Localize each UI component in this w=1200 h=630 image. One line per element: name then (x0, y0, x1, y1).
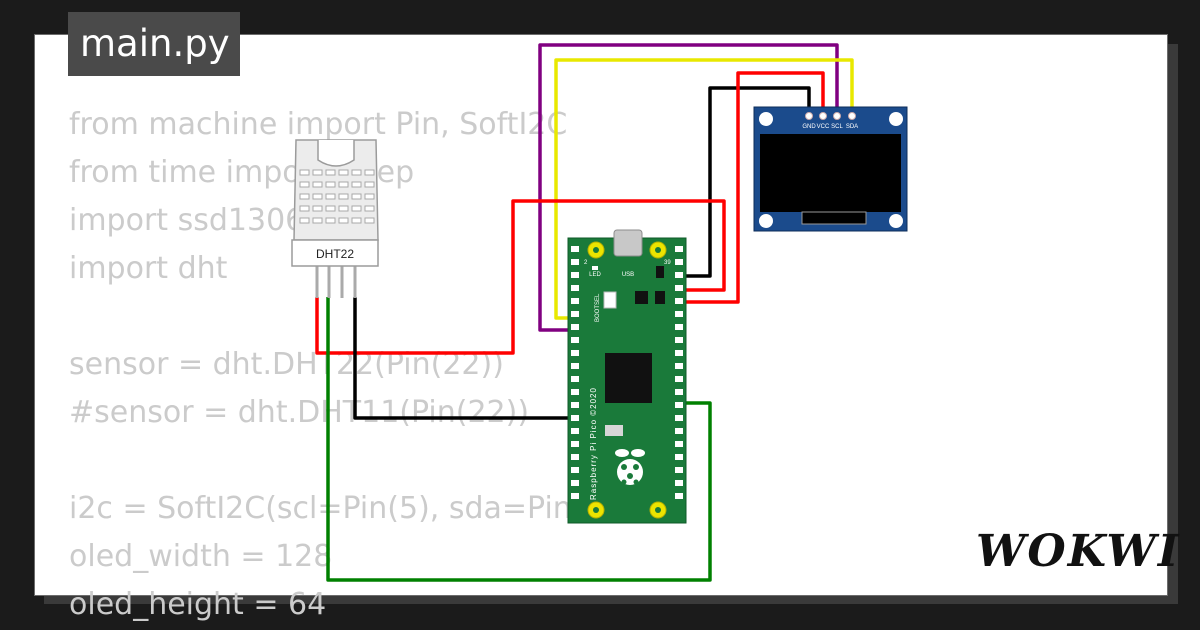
pico-led-label: LED (589, 272, 601, 278)
oled-pin-sda: SDA (846, 124, 858, 130)
wire-yellow[interactable] (554, 58, 854, 320)
dht22-label: DHT22 (316, 247, 354, 261)
pico-usb-label: USB (622, 272, 634, 278)
code-line: import ssd1306 (69, 203, 305, 238)
code-line: import dht (69, 251, 228, 286)
pico-board-text: Raspberry Pi Pico ©2020 (589, 387, 598, 500)
wire-black-oled[interactable] (675, 86, 811, 278)
code-line: oled_width = 128 (69, 539, 333, 574)
code-line: #sensor = dht.DHT11(Pin(22)) (69, 395, 530, 430)
code-line: from machine import Pin, SoftI2C (69, 107, 568, 142)
wire-red-oled[interactable] (675, 71, 825, 304)
oled-pin-gnd: GND (802, 124, 816, 130)
wire-red-dht[interactable] (315, 199, 726, 355)
wire-green-dht[interactable] (326, 297, 712, 582)
pico-pin-label-left: 2 (584, 260, 588, 266)
pico-pin-label-right: 39 (664, 260, 671, 266)
oled-display[interactable]: GND VCC SCL SDA (753, 106, 908, 232)
pico-board[interactable]: LED USB 2 39 BOOTSEL Raspberry Pi Pico ©… (567, 229, 687, 524)
wokwi-logo: WOKWI (976, 526, 1181, 577)
oled-pin-vcc: VCC (817, 124, 830, 130)
wire-black-dht[interactable] (353, 297, 580, 420)
file-tab[interactable]: main.py (68, 12, 240, 76)
dht22-sensor[interactable]: DHT22 (291, 139, 379, 298)
wire-purple[interactable] (538, 43, 839, 332)
pico-bootsel-label: BOOTSEL (595, 293, 601, 322)
code-line: i2c = SoftI2C(scl=Pin(5), sda=Pin(4)) (69, 491, 627, 526)
code-line: oled_height = 64 (69, 587, 327, 622)
oled-pin-scl: SCL (831, 124, 843, 130)
